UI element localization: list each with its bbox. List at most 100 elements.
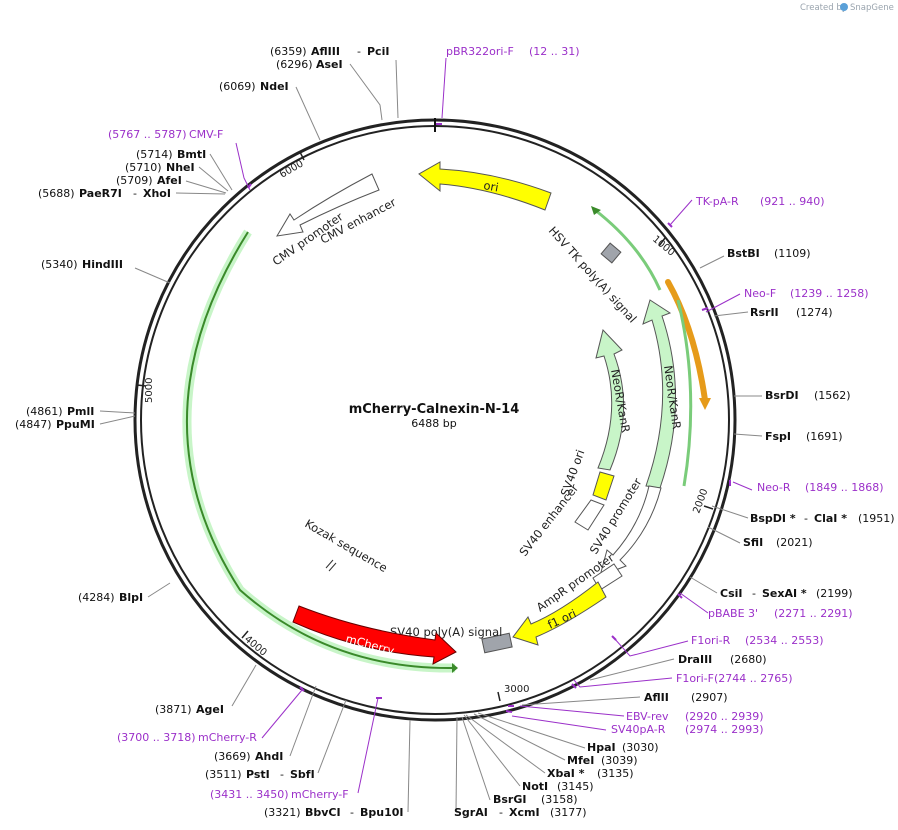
- leader-ebv-rev: [519, 705, 625, 717]
- site-pmlI[interactable]: (4861) PmlI: [26, 405, 94, 418]
- primer-cmv-f[interactable]: (5767 .. 5787) CMV-F: [108, 128, 223, 141]
- site-aflIII-pciI[interactable]: (6359) AflIII - PciI: [270, 45, 389, 58]
- leader-xhoI: [175, 192, 226, 195]
- neor-inner-arrow[interactable]: [595, 328, 625, 471]
- site-position: (4847): [15, 418, 52, 431]
- site-notI[interactable]: NotI (3145): [522, 780, 594, 793]
- site-name: NdeI: [260, 80, 289, 93]
- site-fspI[interactable]: FspI (1691): [765, 430, 843, 443]
- leader-pstI: [317, 699, 347, 774]
- site-xbaI[interactable]: XbaI * (3135): [547, 767, 634, 780]
- site-position: (3145): [557, 780, 594, 793]
- leader-sgrAI: [455, 716, 458, 813]
- site-mfeI[interactable]: MfeI (3039): [567, 754, 638, 767]
- site-aseI[interactable]: (6296) AseI: [276, 58, 343, 71]
- hsv-tk-polya-box[interactable]: [600, 242, 622, 264]
- leader-tk-pa-r: [669, 199, 693, 226]
- site-bspDI-claI[interactable]: BspDI * - ClaI * (1951): [750, 512, 895, 525]
- primer-f1ori-f[interactable]: F1ori-F (2744 .. 2765): [676, 672, 793, 685]
- sv40-polya-box[interactable]: [481, 632, 513, 654]
- site-name: BsrGI: [493, 793, 526, 806]
- leader-ahdI: [289, 685, 317, 757]
- cmv-promoter-enhancer-arrow[interactable]: [276, 173, 380, 237]
- site-name: AhdI: [255, 750, 283, 763]
- site-bbvCI-bpu10I[interactable]: (3321) BbvCI - Bpu10I: [264, 806, 404, 819]
- primer-ebv-rev[interactable]: EBV-rev (2920 .. 2939): [626, 710, 764, 723]
- site-sfiI[interactable]: SfiI (2021): [743, 536, 813, 549]
- leader-bbvCI: [407, 719, 411, 813]
- ori-arrow[interactable]: [418, 161, 552, 211]
- primer-name: TK-pA-R: [695, 195, 739, 208]
- site-name: SfiI: [743, 536, 763, 549]
- site-afeI[interactable]: (5709) AfeI: [116, 174, 182, 187]
- leader-aseI: [349, 63, 383, 121]
- leader-f1ori-r: [613, 637, 689, 657]
- primer-mcherry-f[interactable]: (3431 .. 3450) mCherry-F: [210, 788, 349, 801]
- site-name: SgrAI: [454, 806, 488, 819]
- primer-f1ori-r[interactable]: F1ori-R (2534 .. 2553): [691, 634, 824, 647]
- primer-name: Neo-R: [757, 481, 791, 494]
- site-name: DraIII: [678, 653, 712, 666]
- primer-range: (1849 .. 1868): [805, 481, 884, 494]
- site-name: HpaI: [587, 741, 616, 754]
- leader-sfiI: [707, 526, 741, 544]
- leader-afeI: [185, 180, 227, 194]
- primer-mcherry-r[interactable]: (3700 .. 3718) mCherry-R: [117, 731, 257, 744]
- leader-hindIII: [134, 267, 171, 284]
- kozak-label: Kozak sequence: [303, 516, 390, 575]
- primer-name: pBR322ori-F: [446, 45, 514, 58]
- mcherry-arrow[interactable]: [292, 605, 457, 665]
- primer-mark: [701, 307, 709, 311]
- primer-range: (2920 .. 2939): [685, 710, 764, 723]
- primer-tk-pa-r[interactable]: TK-pA-R (921 .. 940): [695, 195, 825, 208]
- site-position: (1562): [814, 389, 851, 402]
- site-rsrII[interactable]: RsrII (1274): [750, 306, 833, 319]
- site-bstBI[interactable]: BstBI (1109): [727, 247, 811, 260]
- primer-sv40pa-r[interactable]: SV40pA-R (2974 .. 2993): [611, 723, 764, 736]
- leader-aflIII: [395, 59, 399, 119]
- leader-ageI: [231, 664, 257, 707]
- site-name: PstI: [246, 768, 270, 781]
- site-bmtI[interactable]: (5714) BmtI: [136, 148, 206, 161]
- site-sgrAI-xcmI[interactable]: SgrAI - XcmI (3177): [454, 806, 587, 819]
- site-name: BstBI: [727, 247, 760, 260]
- primer-pbabe3[interactable]: pBABE 3' (2271 .. 2291): [708, 607, 853, 620]
- site-paeR7I-xhoI[interactable]: (5688) PaeR7I - XhoI: [38, 187, 171, 200]
- primer-neo-f[interactable]: Neo-F (1239 .. 1258): [744, 287, 869, 300]
- site-position: (3039): [601, 754, 638, 767]
- site-name: AflII: [644, 691, 669, 704]
- site-nheI[interactable]: (5710) NheI: [125, 161, 195, 174]
- site-aflII[interactable]: AflII (2907): [644, 691, 728, 704]
- site-ageI[interactable]: (3871) AgeI: [155, 703, 224, 716]
- primer-range: (2534 .. 2553): [745, 634, 824, 647]
- scale-tick: [241, 630, 249, 639]
- site-ndeI[interactable]: (6069) NdeI: [219, 80, 289, 93]
- primer-name: F1ori-F: [676, 672, 714, 685]
- site-bsrDI[interactable]: BsrDI (1562): [765, 389, 851, 402]
- site-blpI[interactable]: (4284) BlpI: [78, 591, 143, 604]
- backbone: [133, 118, 737, 722]
- site-ppuMI[interactable]: (4847) PpuMI: [15, 418, 95, 431]
- site-draIII[interactable]: DraIII (2680): [678, 653, 767, 666]
- site-name: MfeI: [567, 754, 594, 767]
- sv40-ori-box[interactable]: [592, 471, 615, 501]
- neo-orange-feature[interactable]: [665, 279, 708, 403]
- site-position: (3158): [541, 793, 578, 806]
- site-bsrGI[interactable]: BsrGI (3158): [493, 793, 578, 806]
- site-separator: -: [499, 806, 503, 819]
- site-hindIII[interactable]: (5340) HindIII: [41, 258, 123, 271]
- site-csiI-sexAI[interactable]: CsiI - SexAI * (2199): [720, 587, 853, 600]
- primer-neo-r[interactable]: Neo-R (1849 .. 1868): [757, 481, 884, 494]
- leader-pbabe3: [679, 592, 709, 614]
- site-hpaI[interactable]: HpaI (3030): [587, 741, 659, 754]
- scale-tick-label: 2000: [691, 487, 710, 515]
- primer-pbr322ori-f[interactable]: pBR322ori-F (12 .. 31): [446, 45, 580, 58]
- site-separator: -: [357, 45, 361, 58]
- site-position: (1274): [796, 306, 833, 319]
- primer-name: mCherry-R: [198, 731, 257, 744]
- neor-outer-arrow[interactable]: [642, 299, 676, 489]
- site-ahdI[interactable]: (3669) AhdI: [214, 750, 283, 763]
- f1-ori-arrow[interactable]: [512, 581, 607, 646]
- site-pstI-sbfI[interactable]: (3511) PstI - SbfI: [205, 768, 315, 781]
- sv40-enhancer-box[interactable]: [574, 499, 605, 531]
